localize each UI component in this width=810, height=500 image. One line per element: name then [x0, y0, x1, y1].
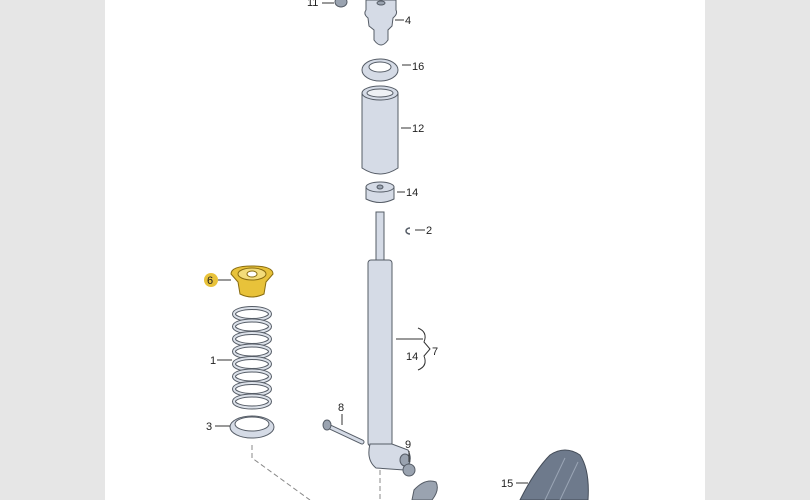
svg-text:6: 6 — [207, 275, 213, 287]
svg-text:14: 14 — [406, 187, 418, 199]
part-3-spring-seat[interactable]: 3 — [206, 415, 275, 439]
part-4-bump-stop[interactable]: 4 — [364, 0, 411, 46]
part-16-ring[interactable]: 16 — [361, 58, 424, 82]
part-2-clip[interactable]: 2 — [405, 225, 432, 237]
svg-text:11: 11 — [307, 0, 318, 9]
svg-text:14: 14 — [406, 351, 418, 363]
svg-text:16: 16 — [412, 61, 424, 73]
part-15-cover-plate[interactable]: 15 — [501, 449, 589, 500]
spring-coil — [233, 394, 271, 409]
part-1-label: 1 — [210, 355, 232, 367]
part-11-nut[interactable]: 11 — [307, 0, 348, 9]
svg-text:3: 3 — [206, 421, 212, 433]
parts-diagram-canvas — [105, 0, 705, 500]
svg-text:15: 15 — [501, 478, 513, 490]
svg-text:12: 12 — [412, 123, 424, 135]
part-12-protective-tube[interactable]: 12 — [361, 85, 424, 175]
part-9-nut[interactable]: 9 — [402, 439, 416, 477]
part-14-bushing[interactable]: 14 — [365, 181, 418, 203]
assembly-line — [251, 445, 311, 500]
part-1-coil-spring[interactable] — [232, 306, 272, 410]
svg-text:7: 7 — [432, 346, 438, 358]
part-8-bolt[interactable]: 8 — [322, 402, 365, 445]
svg-text:9: 9 — [405, 439, 411, 451]
svg-text:2: 2 — [426, 225, 432, 237]
part-7-shock-absorber[interactable]: 14 7 — [367, 211, 438, 471]
mounting-bracket — [411, 480, 438, 500]
svg-text:1: 1 — [210, 355, 216, 367]
svg-text:4: 4 — [405, 15, 411, 27]
svg-text:8: 8 — [338, 402, 344, 414]
part-6-spring-pad[interactable]: 6 — [204, 265, 274, 298]
